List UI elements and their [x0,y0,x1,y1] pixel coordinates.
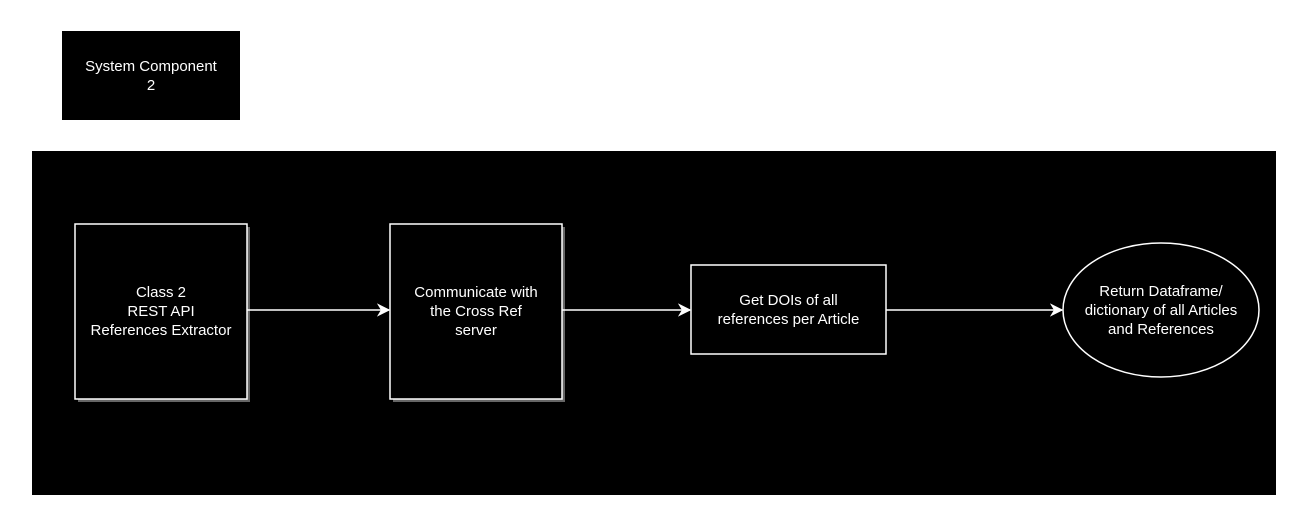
class2-node [74,223,248,400]
return-node-label: Return Dataframe/ dictionary of all Arti… [1084,282,1238,338]
dois-node-label: Get DOIs of all references per Article [717,291,860,328]
crossref-node-label: Communicate with the Cross Ref server [414,284,538,339]
dois-node [690,264,887,355]
system-component-label: System Component 2 [62,31,240,120]
crossref-node [389,223,563,400]
class2-node-label: Class 2 REST API References Extractor [90,284,232,339]
